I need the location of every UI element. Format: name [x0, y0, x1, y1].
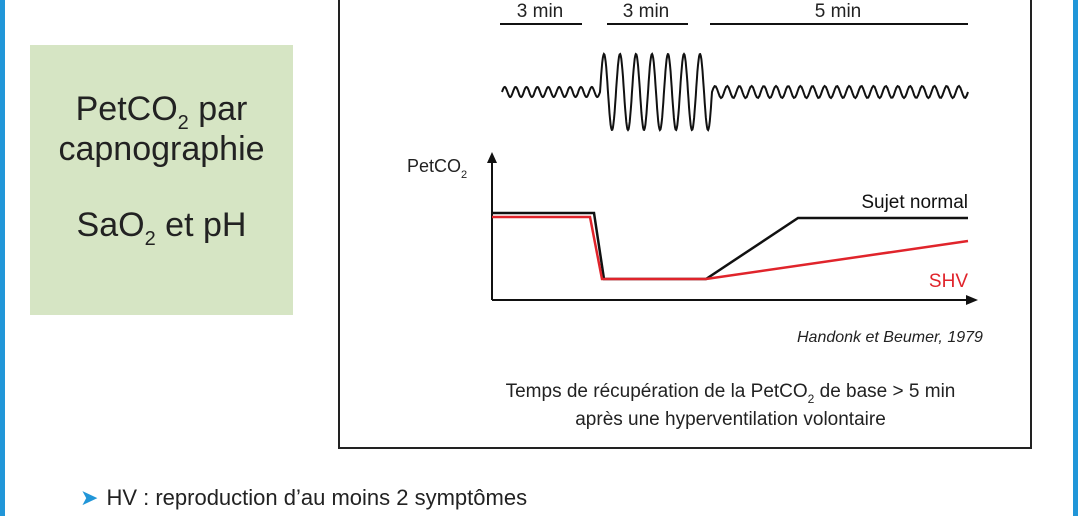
- caption: Temps de récupération de la PetCO2 de ba…: [438, 378, 1023, 434]
- right-frame-border: [1073, 0, 1078, 516]
- y-axis-label: PetCO2: [407, 156, 467, 181]
- shv-curve: [492, 215, 969, 281]
- timeline-label-3: 5 min: [815, 1, 861, 22]
- arrow-right-icon: ➤: [80, 485, 99, 510]
- left-frame-border: [0, 0, 5, 516]
- diagram-frame: [338, 0, 1032, 449]
- sao2-ph-label: SaO2 et pH: [76, 206, 247, 250]
- shv-label: SHV: [929, 271, 968, 292]
- bullet-text: HV : reproduction d’au moins 2 symptômes: [106, 485, 528, 510]
- timeline-label-2: 3 min: [623, 1, 669, 22]
- timeline-label-1: 3 min: [517, 1, 563, 22]
- normal-subject-curve: [492, 211, 968, 281]
- petco2-label: PetCO2 par: [75, 90, 248, 134]
- caption-line-1: Temps de récupération de la PetCO2 de ba…: [505, 381, 956, 406]
- capnographie-label: capnographie: [58, 130, 265, 168]
- caption-line-2: après une hyperventilation volontaire: [575, 409, 886, 430]
- bullet-item: ➤ HV : reproduction d’au moins 2 symptôm…: [80, 485, 527, 511]
- breathing-waveform: [501, 52, 969, 132]
- citation: Handonk et Beumer, 1979: [797, 329, 983, 346]
- x-axis-arrow: [966, 295, 978, 305]
- measurement-box: PetCO2 par capnographie SaO2 et pH: [30, 45, 293, 315]
- y-axis-arrow: [487, 152, 497, 163]
- normal-subject-label: Sujet normal: [861, 192, 968, 213]
